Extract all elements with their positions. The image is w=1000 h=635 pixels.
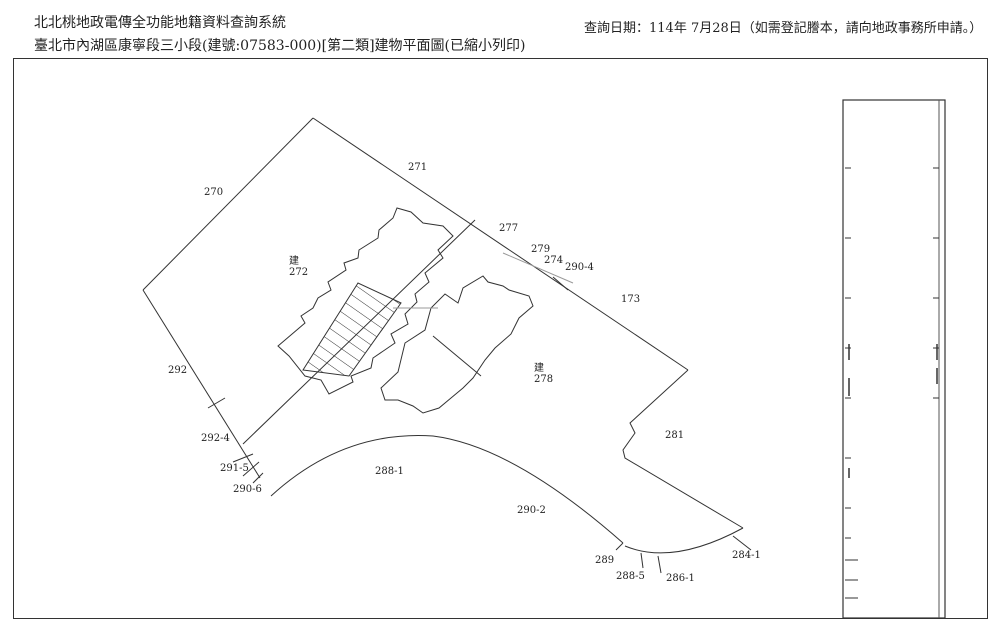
parcel-label-277: 277 [499, 223, 518, 234]
parcel-label-291-5: 291-5 [220, 463, 249, 474]
parcel-boundaries [142, 117, 752, 574]
parcel-label-279: 279 [531, 244, 550, 255]
parcel-label-290-4: 290-4 [565, 262, 594, 273]
parcel-label-292: 292 [168, 365, 187, 376]
parcel-label-173: 173 [621, 294, 640, 305]
query-date: 查詢日期：114年 7月28日（如需登記謄本，請向地政事務所申請。） [584, 21, 983, 36]
parcel-label-274: 274 [544, 255, 563, 266]
parcel-label-290-6: 290-6 [233, 484, 262, 495]
parcel-label-270: 270 [204, 187, 223, 198]
system-title: 北北桃地政電傳全功能地籍資料查詢系統 [34, 15, 286, 31]
map-frame [13, 58, 988, 619]
parcel-label-288-5: 288-5 [616, 571, 645, 582]
building-278-outline [380, 275, 534, 414]
parcel-label-281: 281 [665, 430, 684, 441]
parcel-label-289: 289 [595, 555, 614, 566]
parcel-label-278: 278 [534, 374, 553, 385]
parcel-label-290-2: 290-2 [517, 505, 546, 516]
legend-strip [842, 99, 946, 619]
building-mark-278: 建 [534, 361, 544, 374]
document-subtitle: 臺北市內湖區康寧段三小段(建號:07583-000)[第二類]建物平面圖(已縮小… [34, 38, 526, 54]
parcel-label-286-1: 286-1 [666, 573, 695, 584]
auxiliary-lines [393, 252, 574, 309]
cadastral-plan: 270 271 277 279 274 290-4 173 建 272 建 27… [142, 99, 946, 619]
building-mark-272: 建 [289, 254, 299, 267]
building-272-outline [277, 207, 454, 395]
parcel-label-292-4: 292-4 [201, 433, 230, 444]
parcel-label-288-1: 288-1 [375, 466, 404, 477]
parcel-label-272: 272 [289, 267, 308, 278]
parcel-label-271: 271 [408, 162, 427, 173]
parcel-label-284-1: 284-1 [732, 550, 761, 561]
